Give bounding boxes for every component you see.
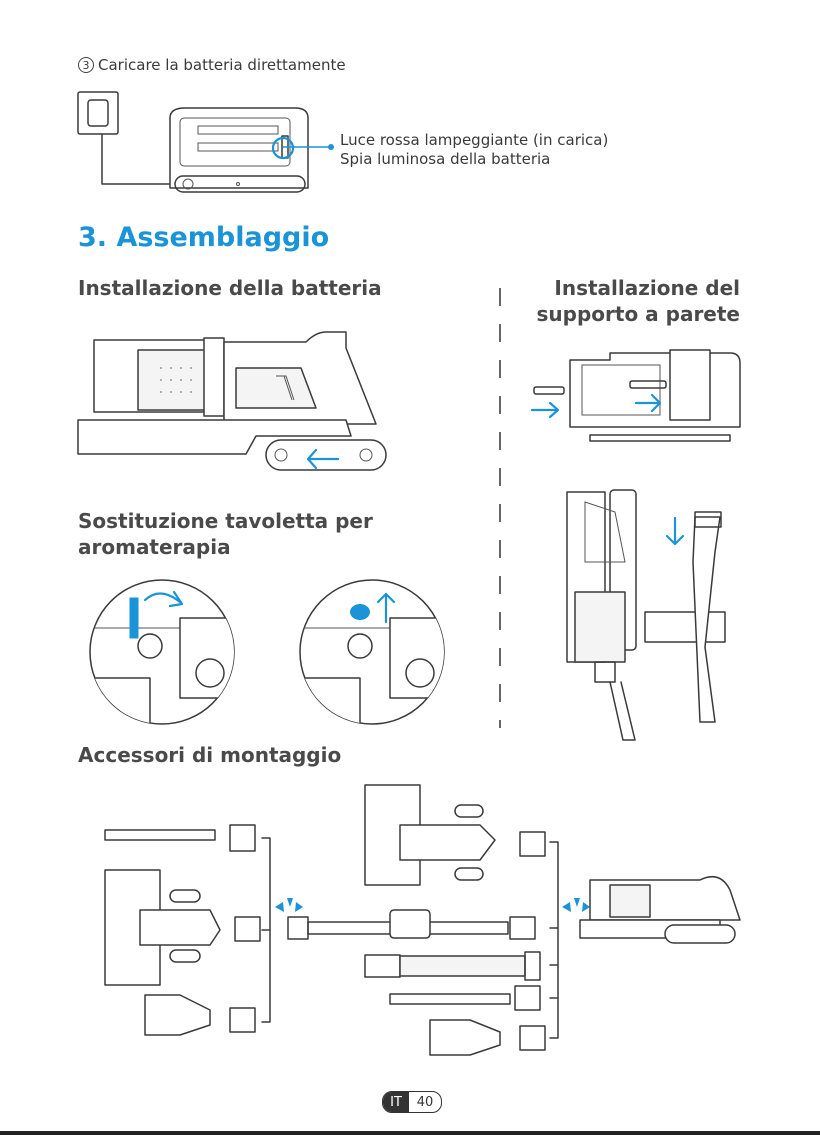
section-title: 3. Assemblaggio [78, 222, 329, 253]
step-caption: 3 Caricare la batteria direttamente [78, 56, 346, 74]
wall-mount-screw-illustration [530, 345, 745, 445]
aroma-step2-illustration [290, 578, 455, 726]
wall-mount-heading-line2: supporto a parete [500, 301, 740, 327]
column-divider [495, 288, 505, 728]
aroma-heading-line1: Sostituzione tavoletta per [78, 508, 373, 534]
charging-label-blinking: Luce rossa lampeggiante (in carica) [340, 131, 608, 150]
accessories-heading: Accessori di montaggio [78, 742, 341, 768]
step-text: Caricare la batteria direttamente [98, 56, 346, 74]
battery-installation-heading: Installazione della batteria [78, 275, 382, 301]
page-footer: IT 40 [382, 1091, 442, 1113]
charging-label-indicator: Spia luminosa della batteria [340, 150, 608, 169]
charging-labels: Luce rossa lampeggiante (in carica) Spia… [340, 131, 608, 169]
aroma-step1-illustration [80, 578, 245, 726]
indicator-leader-line [283, 138, 343, 158]
vacuum-on-wall-mount-illustration [555, 482, 750, 742]
language-badge: IT [383, 1092, 409, 1112]
wall-mount-heading: Installazione del supporto a parete [500, 275, 740, 327]
battery-installation-illustration [76, 328, 396, 478]
page-number: 40 [409, 1092, 441, 1112]
aroma-heading: Sostituzione tavoletta per aromaterapia [78, 508, 373, 560]
aroma-heading-line2: aromaterapia [78, 534, 373, 560]
wall-mount-heading-line1: Installazione del [500, 275, 740, 301]
bottom-rule [0, 1131, 820, 1135]
accessories-diagram [100, 780, 750, 1070]
step-number-badge: 3 [78, 57, 94, 73]
